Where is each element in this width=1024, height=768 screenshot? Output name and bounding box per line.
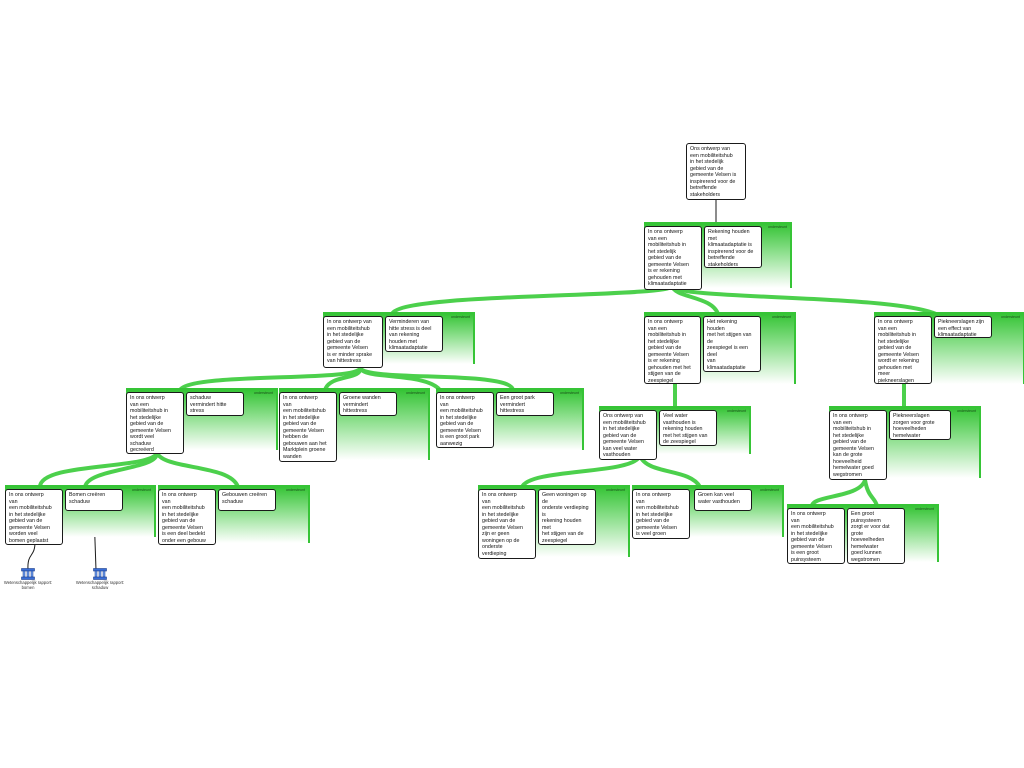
- premise-box[interactable]: Piekneerslagen zorgen voor grote hoeveel…: [889, 410, 951, 440]
- support-tag: ondersteunt: [772, 315, 791, 319]
- building-icon: [21, 568, 35, 580]
- premise-box[interactable]: Gebouwen creëren schaduw: [218, 489, 276, 511]
- premise-box[interactable]: Het rekening houden met het stijgen van …: [703, 316, 761, 372]
- building-icon: [93, 568, 107, 580]
- claim-box[interactable]: In ons ontwerp van een mobiliteitshub in…: [478, 489, 536, 559]
- support-tag: ondersteunt: [1001, 315, 1020, 319]
- premise-box[interactable]: Rekening houden met klimaatadaptatie is …: [704, 226, 762, 268]
- claim-box[interactable]: In ons ontwerp van een mobiliteitshub in…: [632, 489, 690, 539]
- claim-box[interactable]: In ons ontwerp van een mobiliteitshub in…: [436, 392, 494, 448]
- claim-box[interactable]: In ons ontwerp van een mobiliteitshub in…: [644, 226, 702, 290]
- support-tag: ondersteunt: [560, 391, 579, 395]
- support-tag: ondersteunt: [957, 409, 976, 413]
- evidence-label: Wetenschappelijk rapport: schaduw: [75, 580, 125, 590]
- support-tag: ondersteunt: [915, 507, 934, 511]
- claim-box[interactable]: In ons ontwerp van een mobiliteitshub in…: [829, 410, 887, 480]
- claim-box[interactable]: Ons ontwerp van een mobiliteitshub in he…: [599, 410, 657, 460]
- support-tag: ondersteunt: [760, 488, 779, 492]
- evidence-item-bomen[interactable]: Wetenschappelijk rapport: bomen: [3, 568, 53, 590]
- premise-box[interactable]: schaduw vermindert hitte stress: [186, 392, 244, 416]
- claim-box[interactable]: In ons ontwerp van een mobiliteitshub in…: [279, 392, 337, 462]
- support-tag: ondersteunt: [254, 391, 273, 395]
- premise-box[interactable]: Verminderen van hitte stress is deel van…: [385, 316, 443, 352]
- premise-box[interactable]: Groen kan veel water vasthouden: [694, 489, 752, 511]
- support-tag: ondersteunt: [727, 409, 746, 413]
- support-tag: ondersteunt: [768, 225, 787, 229]
- evidence-label: Wetenschappelijk rapport: bomen: [3, 580, 53, 590]
- premise-box[interactable]: Bomen creëren schaduw: [65, 489, 123, 511]
- premise-box[interactable]: Een groot park vermindert hittestress: [496, 392, 554, 416]
- support-tag: ondersteunt: [406, 391, 425, 395]
- premise-box[interactable]: Geen woningen op de onderste verdieping …: [538, 489, 596, 545]
- claim-box[interactable]: In ons ontwerp van een mobiliteitshub in…: [874, 316, 932, 384]
- claim-box[interactable]: In ons ontwerp van een mobiliteitshub in…: [5, 489, 63, 545]
- evidence-item-schaduw[interactable]: Wetenschappelijk rapport: schaduw: [75, 568, 125, 590]
- support-tag: ondersteunt: [132, 488, 151, 492]
- support-tag: ondersteunt: [606, 488, 625, 492]
- support-tag: ondersteunt: [286, 488, 305, 492]
- root-claim[interactable]: Ons ontwerp van een mobiliteitshub in he…: [686, 143, 746, 200]
- support-tag: ondersteunt: [451, 315, 470, 319]
- claim-box[interactable]: In ons ontwerp van een mobiliteitshub in…: [787, 508, 845, 564]
- premise-box[interactable]: Groene wanden vermindert hittestress: [339, 392, 397, 416]
- claim-box[interactable]: In ons ontwerp van een mobiliteitshub in…: [644, 316, 701, 384]
- claim-box[interactable]: In ons ontwerp van een mobiliteitshub in…: [126, 392, 184, 454]
- premise-box[interactable]: Veel water vasthouden is rekening houden…: [659, 410, 717, 446]
- premise-box[interactable]: Piekneerslagen zijn een effect van klima…: [934, 316, 992, 338]
- claim-box[interactable]: In ons ontwerp van een mobiliteitshub in…: [323, 316, 383, 368]
- claim-box[interactable]: In ons ontwerp van een mobiliteitshub in…: [158, 489, 216, 545]
- premise-box[interactable]: Een groot puinsysteem zorgt er voor dat …: [847, 508, 905, 564]
